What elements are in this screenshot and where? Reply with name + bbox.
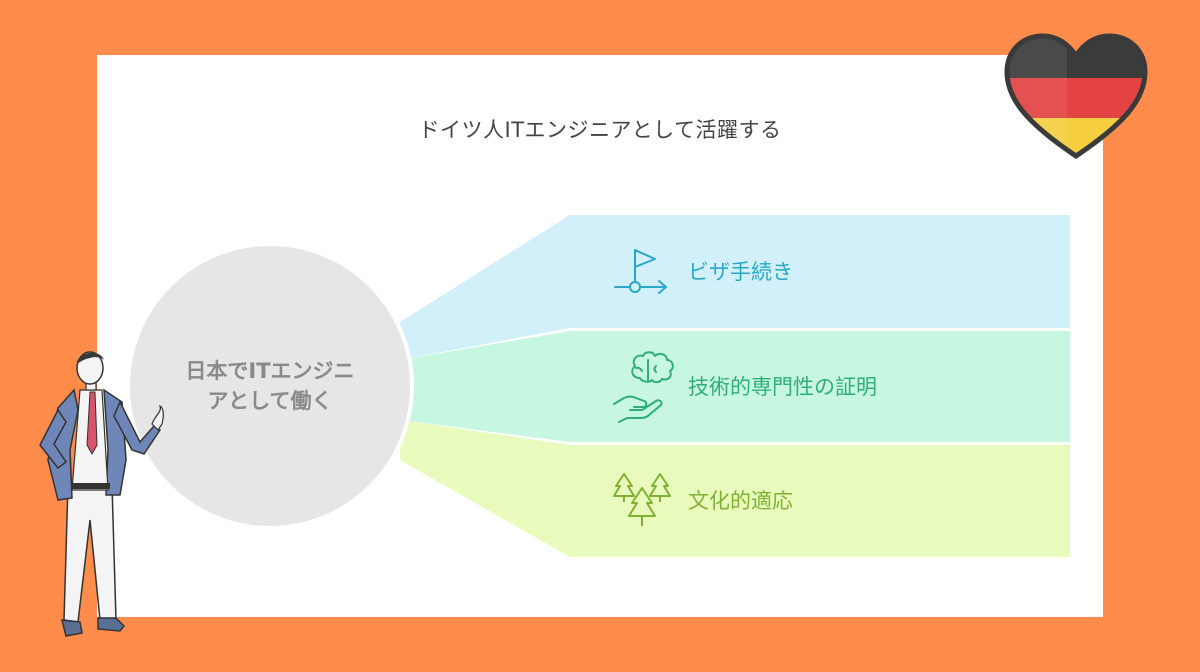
german-flag-heart-icon — [1004, 33, 1148, 160]
branch-wedge-1 — [400, 215, 1070, 360]
branch-label-expertise: 技術的専門性の証明 — [688, 375, 877, 399]
diagram-title: ドイツ人ITエンジニアとして活躍する — [418, 118, 782, 142]
brain-hand-icon — [613, 351, 674, 423]
branch-wedge-3 — [400, 420, 1070, 557]
center-circle — [126, 242, 414, 530]
flag-arrow-icon — [614, 249, 667, 294]
trees-icon — [613, 473, 671, 526]
center-label: 日本でITエンジニ アとして働く — [150, 356, 390, 416]
branch-label-visa: ビザ手続き — [688, 260, 793, 284]
branch-wedge-2 — [400, 331, 1070, 442]
center-label-line-1: 日本でITエンジニ — [185, 359, 355, 383]
presenter-figure — [39, 351, 164, 637]
center-label-line-2: アとして働く — [207, 389, 333, 413]
branch-label-culture: 文化的適応 — [688, 489, 793, 513]
